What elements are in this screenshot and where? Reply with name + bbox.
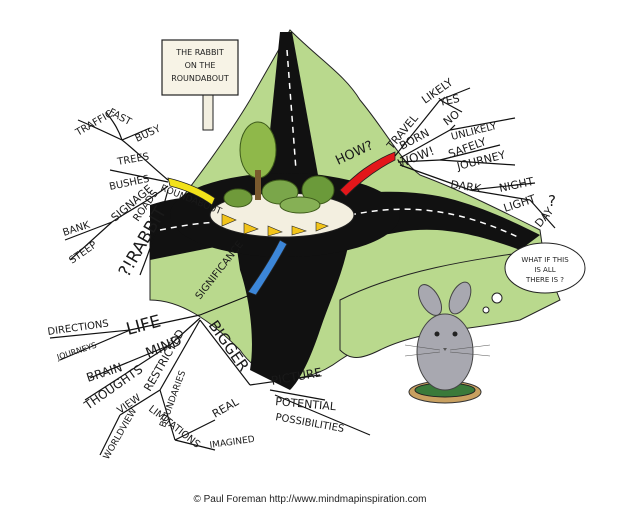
node-journeys: JOURNEYS	[55, 341, 98, 363]
lane-marking	[286, 49, 297, 171]
rabbit-illustration	[404, 281, 491, 404]
title-sign: THE RABBIT ON THE ROUNDABOUT	[161, 39, 239, 131]
roundabout-branch-lines	[64, 111, 169, 276]
thought-line-2: IS ALL	[534, 266, 555, 274]
node-steep: STEEP	[67, 240, 99, 267]
node-potential: POTENTIAL	[275, 395, 338, 413]
node-dark: DARK	[450, 178, 483, 195]
credit-line: © Paul Foreman http://www.mindmapinspira…	[193, 494, 427, 505]
thought-line-3: THERE IS ?	[525, 276, 564, 284]
node-real: REAL	[210, 395, 242, 421]
title-sign-line-2: ON THE	[185, 61, 216, 70]
thought-bubble: WHAT IF THIS IS ALL THERE IS ?	[482, 242, 586, 314]
significance-branch-lines	[49, 294, 371, 456]
thought-line-1: WHAT IF THIS	[521, 256, 569, 264]
node-question: ?	[548, 192, 556, 210]
node-yes: YES	[437, 92, 461, 109]
how-branch-lines	[394, 87, 556, 229]
node-life: LIFE	[124, 311, 163, 339]
node-imagined: IMAGINED	[209, 435, 255, 451]
title-sign-line-3: ROUNDABOUT	[171, 74, 229, 83]
lane-marking	[349, 208, 521, 239]
yellow-branch	[167, 177, 216, 206]
node-trees: TREES	[116, 152, 150, 169]
yellow-chevrons	[221, 213, 329, 237]
node-night: NIGHT	[498, 175, 535, 195]
title-sign-line-1: THE RABBIT	[175, 48, 224, 57]
node-busy: BUSY	[134, 123, 164, 145]
blue-branch	[247, 239, 288, 296]
node-fast: FAST	[107, 107, 134, 128]
node-possibilities: POSSIBILITIES	[274, 412, 344, 435]
trees-bushes	[223, 121, 335, 214]
